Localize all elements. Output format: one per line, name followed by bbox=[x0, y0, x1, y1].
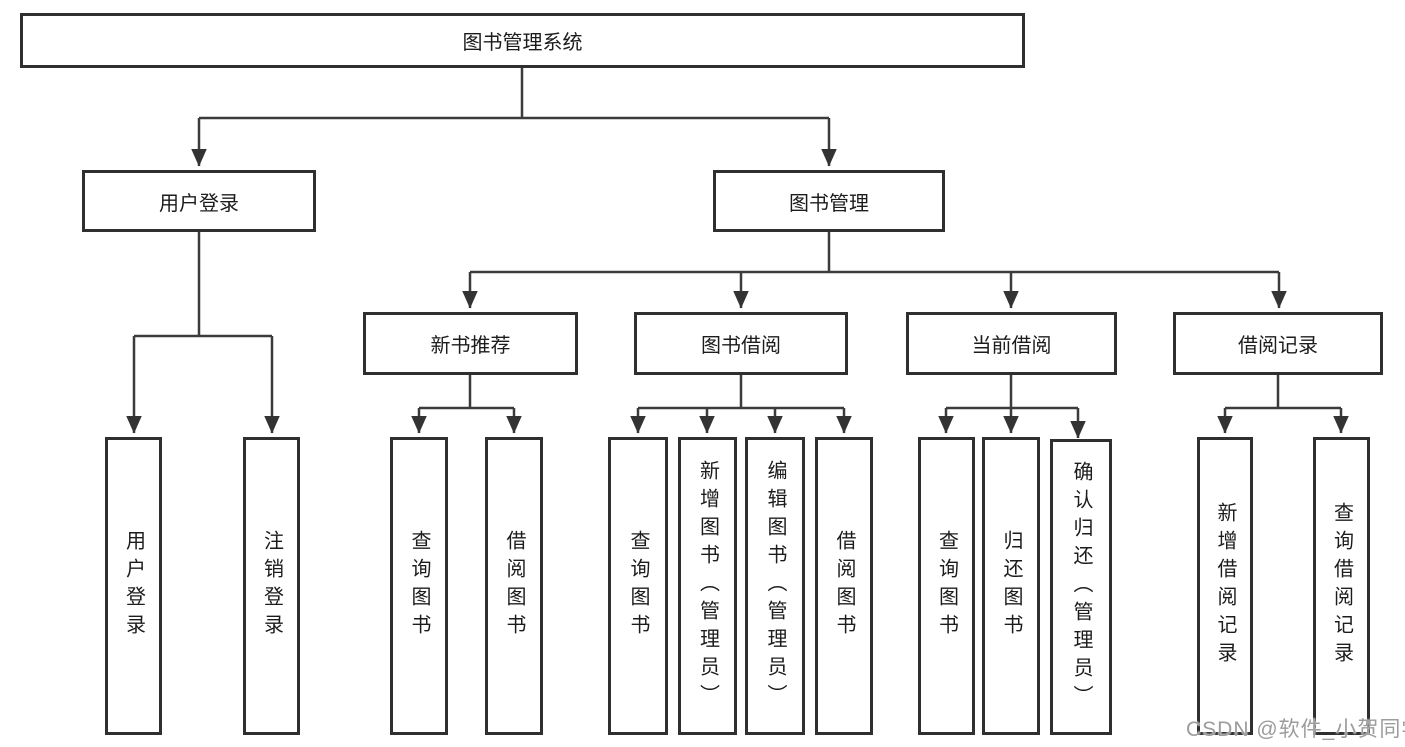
node-current-borrowing: 当前借阅 bbox=[906, 312, 1117, 375]
leaf-add-book-admin: 新增图书（管理员） bbox=[678, 437, 737, 735]
leaf-user-login-label: 用户登录 bbox=[122, 530, 145, 642]
leaf-user-login: 用户登录 bbox=[105, 437, 162, 735]
node-book-borrowing-label: 图书借阅 bbox=[701, 335, 781, 357]
leaf-query-books-borrowing: 查询图书 bbox=[608, 437, 668, 735]
leaf-query-books-recommend: 查询图书 bbox=[390, 437, 448, 735]
leaf-add-borrow-record-label: 新增借阅记录 bbox=[1214, 502, 1236, 670]
leaf-return-book-label: 归还图书 bbox=[1000, 530, 1022, 642]
node-borrow-records: 借阅记录 bbox=[1173, 312, 1383, 375]
leaf-add-borrow-record: 新增借阅记录 bbox=[1197, 437, 1253, 735]
node-book-management-label: 图书管理 bbox=[789, 192, 869, 215]
leaf-confirm-return-admin-label: 确认归还（管理员） bbox=[1070, 461, 1092, 713]
leaf-confirm-return-admin: 确认归还（管理员） bbox=[1050, 439, 1112, 735]
leaf-query-borrow-record: 查询借阅记录 bbox=[1313, 437, 1370, 735]
leaf-edit-book-admin-label: 编辑图书（管理员） bbox=[764, 460, 786, 712]
leaf-logout-label: 注销登录 bbox=[260, 530, 283, 642]
leaf-query-books-current: 查询图书 bbox=[918, 437, 975, 735]
node-book-management: 图书管理 bbox=[713, 170, 945, 232]
leaf-add-book-admin-label: 新增图书（管理员） bbox=[696, 460, 719, 712]
node-root: 图书管理系统 bbox=[20, 13, 1025, 68]
node-root-label: 图书管理系统 bbox=[462, 32, 583, 54]
leaf-query-books-recommend-label: 查询图书 bbox=[408, 530, 430, 642]
csdn-watermark: CSDN @软件_小贺同学 bbox=[1186, 718, 1405, 741]
leaf-query-books-current-label: 查询图书 bbox=[935, 530, 958, 642]
node-current-borrowing-label: 当前借阅 bbox=[971, 335, 1052, 357]
leaf-borrow-books-borrowing: 借阅图书 bbox=[815, 437, 873, 735]
leaf-logout: 注销登录 bbox=[243, 437, 300, 735]
node-user-login: 用户登录 bbox=[82, 170, 316, 232]
leaf-borrow-books-recommend-label: 借阅图书 bbox=[503, 530, 525, 642]
leaf-borrow-books-borrowing-label: 借阅图书 bbox=[833, 530, 855, 642]
node-new-book-recommend: 新书推荐 bbox=[363, 312, 578, 375]
leaf-borrow-books-recommend: 借阅图书 bbox=[485, 437, 543, 735]
leaf-edit-book-admin: 编辑图书（管理员） bbox=[745, 437, 805, 735]
leaf-return-book: 归还图书 bbox=[982, 437, 1040, 735]
node-user-login-label: 用户登录 bbox=[159, 192, 239, 215]
node-book-borrowing: 图书借阅 bbox=[634, 312, 848, 375]
node-new-book-recommend-label: 新书推荐 bbox=[430, 335, 511, 357]
node-borrow-records-label: 借阅记录 bbox=[1238, 335, 1318, 357]
leaf-query-books-borrowing-label: 查询图书 bbox=[627, 530, 649, 642]
leaf-query-borrow-record-label: 查询借阅记录 bbox=[1330, 502, 1353, 670]
